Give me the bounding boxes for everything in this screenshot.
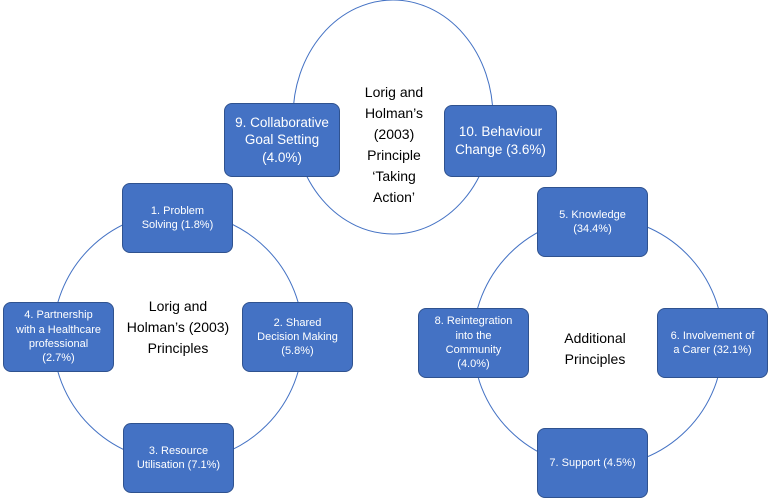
reintegration-box: 8. Reintegration into the Community (4.0… xyxy=(418,308,529,378)
behaviour-change-box: 10. Behaviour Change (3.6%) xyxy=(444,105,557,177)
involvement-carer-box: 6. Involvement of a Carer (32.1%) xyxy=(657,308,768,378)
knowledge-box: 5. Knowledge (34.4%) xyxy=(537,187,648,257)
taking-action-label: Lorig and Holman’s (2003) Principle ‘Tak… xyxy=(364,84,424,205)
problem-solving-box: 1. Problem Solving (1.8%) xyxy=(122,183,233,253)
additional-principles-label: Additional Principles xyxy=(564,330,626,367)
resource-utilisation-box: 3. Resource Utilisation (7.1%) xyxy=(123,423,234,493)
lorig-principles-label: Lorig and Holman’s (2003) Principles xyxy=(126,298,230,356)
goal-setting-box: 9. Collaborative Goal Setting (4.0%) xyxy=(224,103,340,177)
support-box: 7. Support (4.5%) xyxy=(537,428,648,498)
partnership-box: 4. Partnership with a Healthcare profess… xyxy=(3,302,114,372)
shared-decision-box: 2. Shared Decision Making (5.8%) xyxy=(242,302,353,372)
